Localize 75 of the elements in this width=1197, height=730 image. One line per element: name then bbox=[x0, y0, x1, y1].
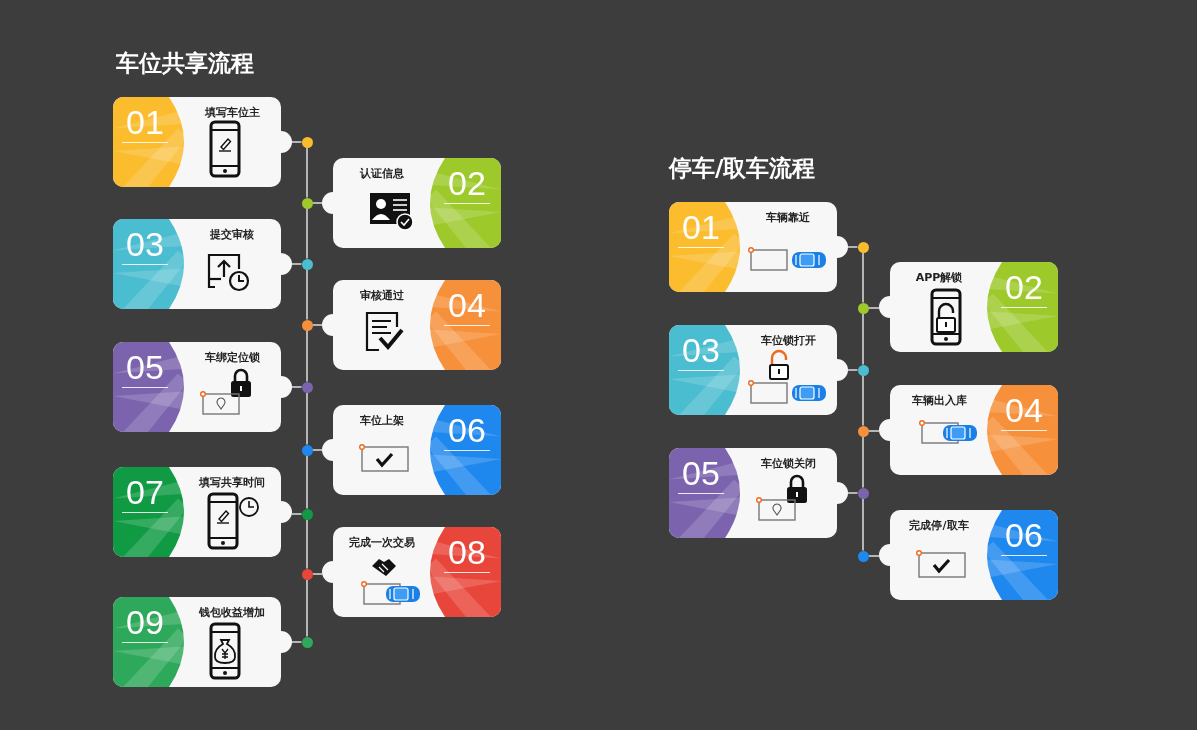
timeline-dot bbox=[857, 487, 869, 499]
step-title: 车位上架 bbox=[359, 414, 405, 427]
connector-line bbox=[862, 497, 864, 552]
connector-line bbox=[847, 369, 859, 371]
step-title: 车绑定位锁 bbox=[203, 351, 261, 364]
step-title: APP解锁 bbox=[914, 271, 964, 284]
step-number: 07 bbox=[122, 475, 168, 513]
section-heading: 停车/取车流程 bbox=[669, 154, 816, 182]
connector-line bbox=[311, 202, 323, 204]
step-number: 01 bbox=[122, 105, 168, 143]
step-number: 06 bbox=[444, 413, 490, 451]
step-title: 完成一次交易 bbox=[348, 536, 416, 549]
timeline-dot bbox=[301, 381, 313, 393]
step-number: 02 bbox=[1001, 270, 1047, 308]
step-number: 01 bbox=[678, 210, 724, 248]
connector-line bbox=[311, 573, 323, 575]
step-title: 审核通过 bbox=[359, 289, 405, 302]
connector-line bbox=[867, 307, 880, 309]
connector-line bbox=[867, 555, 880, 557]
connector-line bbox=[311, 449, 323, 451]
connector-line bbox=[306, 578, 308, 638]
connector-line bbox=[847, 492, 859, 494]
timeline-dot bbox=[857, 364, 869, 376]
step-number: 05 bbox=[122, 350, 168, 388]
connector-line bbox=[291, 641, 303, 643]
timeline-dot bbox=[301, 444, 313, 456]
connector-line bbox=[847, 246, 859, 248]
step-title: 车辆出入库 bbox=[910, 394, 968, 407]
connector-line bbox=[306, 454, 308, 510]
step-number: 03 bbox=[678, 333, 724, 371]
step-title: 填写车位主 bbox=[203, 106, 261, 119]
connector-line bbox=[311, 324, 323, 326]
timeline-dot bbox=[857, 241, 869, 253]
timeline-dot bbox=[301, 136, 313, 148]
timeline-dot bbox=[301, 568, 313, 580]
step-title: 车辆靠近 bbox=[765, 211, 811, 224]
connector-line bbox=[291, 386, 303, 388]
timeline-dot bbox=[301, 319, 313, 331]
step-number: 08 bbox=[444, 535, 490, 573]
step-title: 完成停/取车 bbox=[908, 519, 970, 532]
step-title: 车位锁打开 bbox=[759, 334, 817, 347]
timeline-dot bbox=[857, 425, 869, 437]
timeline-dot bbox=[857, 302, 869, 314]
connector-line bbox=[862, 374, 864, 427]
step-title: 填写共享时间 bbox=[198, 476, 266, 489]
connector-line bbox=[306, 146, 308, 199]
section-heading: 车位共享流程 bbox=[116, 49, 254, 77]
timeline-dot bbox=[857, 550, 869, 562]
timeline-dot bbox=[301, 508, 313, 520]
connector-line bbox=[291, 263, 303, 265]
timeline-dot bbox=[301, 258, 313, 270]
step-number: 05 bbox=[678, 456, 724, 494]
connector-line bbox=[306, 268, 308, 321]
step-title: 钱包收益增加 bbox=[197, 606, 266, 619]
connector-line bbox=[867, 430, 880, 432]
connector-line bbox=[862, 312, 864, 366]
step-number: 02 bbox=[444, 166, 490, 204]
step-number: 06 bbox=[1001, 518, 1047, 556]
connector-line bbox=[291, 513, 303, 515]
connector-line bbox=[306, 391, 308, 446]
step-title: 车位锁关闭 bbox=[759, 457, 817, 470]
connector-line bbox=[306, 207, 308, 260]
timeline-dot bbox=[301, 636, 313, 648]
step-title: 认证信息 bbox=[359, 167, 405, 180]
connector-line bbox=[306, 518, 308, 570]
connector-line bbox=[291, 141, 303, 143]
step-number: 09 bbox=[122, 605, 168, 643]
timeline-dot bbox=[301, 197, 313, 209]
step-title: 提交审核 bbox=[209, 228, 255, 241]
connector-line bbox=[862, 251, 864, 304]
step-number: 03 bbox=[122, 227, 168, 265]
step-number: 04 bbox=[1001, 393, 1047, 431]
connector-line bbox=[862, 435, 864, 489]
connector-line bbox=[306, 329, 308, 383]
step-number: 04 bbox=[444, 288, 490, 326]
